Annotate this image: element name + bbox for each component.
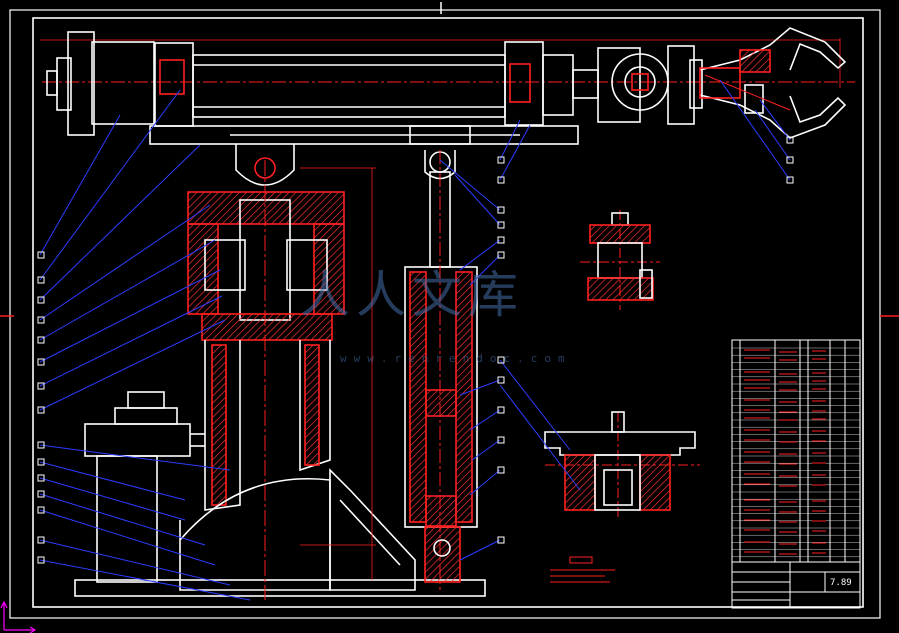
- detail-view-bearing-housing: [544, 411, 700, 520]
- main-column-section: [74, 144, 486, 600]
- parts-list-rows: [732, 347, 860, 557]
- lift-cylinder: [404, 125, 478, 590]
- drive-motor: [84, 391, 205, 583]
- outer-frame: [9, 9, 881, 619]
- leader-tags: [37, 136, 794, 564]
- watermark-text: 人人文库: [300, 266, 524, 324]
- parts-list-table: [731, 339, 861, 609]
- drawing-number: 7.89: [830, 578, 852, 588]
- gripper: [699, 27, 847, 139]
- technical-notes: [550, 556, 615, 583]
- parts-list-entries: [744, 349, 826, 555]
- ucs-icon: [0, 600, 37, 633]
- watermark-url: www.renrendoc.com: [340, 352, 572, 365]
- balloon-leaders: [39, 79, 791, 601]
- arm-assembly: [40, 31, 855, 145]
- inner-frame: [32, 17, 864, 608]
- detail-view-valve: [580, 210, 660, 310]
